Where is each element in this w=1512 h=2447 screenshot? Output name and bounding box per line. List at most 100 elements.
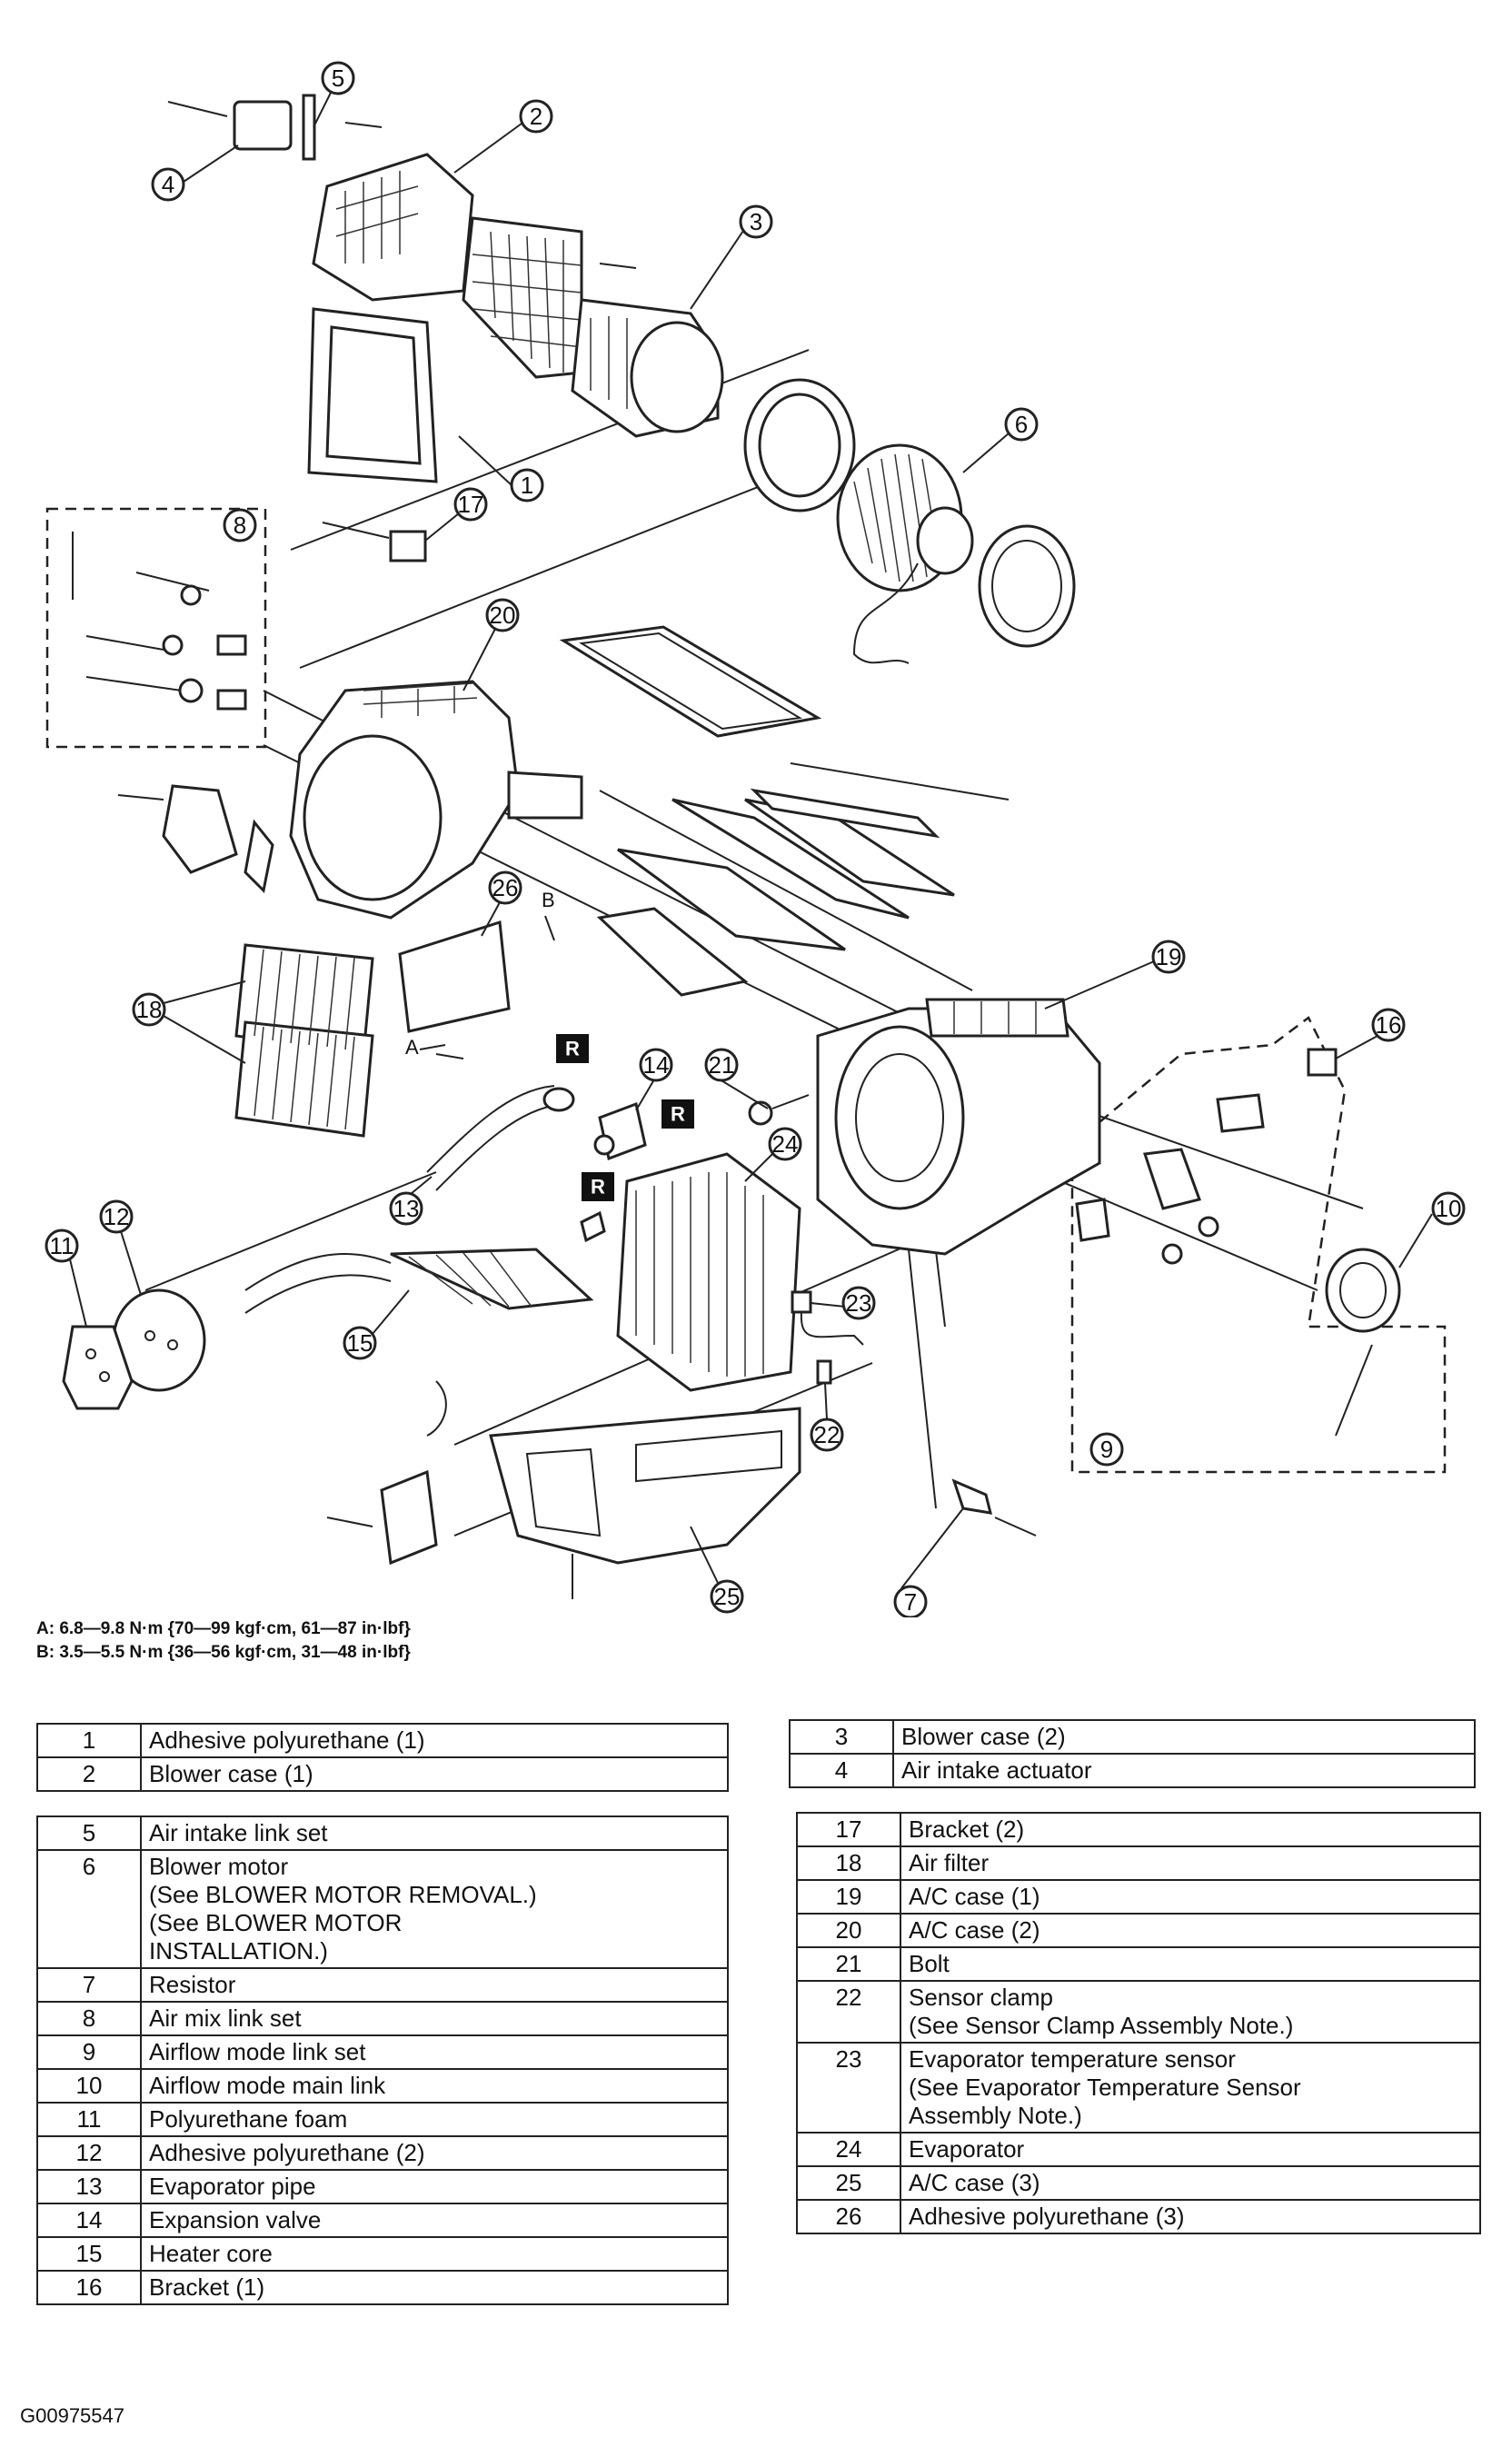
filter-screen-part <box>462 216 583 379</box>
callout-14: 14 <box>639 1048 673 1082</box>
svg-text:22: 22 <box>814 1421 841 1448</box>
resistor-part <box>951 1478 1037 1537</box>
callout-24: 24 <box>768 1127 802 1161</box>
callout-7: 7 <box>893 1585 928 1617</box>
bolt-21-part <box>748 1094 810 1126</box>
ac-case-3-part <box>426 1380 801 1565</box>
callout-22: 22 <box>810 1417 844 1452</box>
callout-18: 18 <box>132 992 166 1027</box>
legend-number: 7 <box>36 1967 142 2003</box>
svg-text:11: 11 <box>50 1232 75 1259</box>
legend-description: Evaporator <box>900 2132 1481 2167</box>
blower-motor-part <box>836 443 974 664</box>
svg-text:26: 26 <box>492 874 519 901</box>
air-intake-link-part <box>302 94 316 161</box>
svg-text:1: 1 <box>521 472 533 499</box>
legend-number: 17 <box>796 1812 901 1847</box>
adhesive-polyurethane-1-part <box>307 307 438 483</box>
torque-spec-a: A: 6.8—9.8 N·m {70—99 kgf·cm, 61—87 in·l… <box>36 1619 411 1638</box>
airflow-mode-main-link-part <box>1325 1248 1401 1333</box>
callout-15: 15 <box>343 1326 377 1360</box>
svg-text:6: 6 <box>1015 411 1028 438</box>
svg-text:20: 20 <box>490 602 516 629</box>
callout-19: 19 <box>1151 940 1186 974</box>
legend-description: Adhesive polyurethane (1) <box>140 1723 729 1758</box>
svg-text:4: 4 <box>162 171 174 198</box>
airflow-mode-link-parts <box>1075 1093 1373 1437</box>
legend-description: Resistor <box>140 1967 729 2003</box>
legend-description: Blower case (2) <box>892 1719 1476 1755</box>
figure-code: G00975547 <box>20 2404 124 2427</box>
callout-20: 20 <box>485 598 520 632</box>
legend-number: 23 <box>796 2042 901 2134</box>
svg-text:21: 21 <box>709 1051 735 1079</box>
legend-description: Heater core <box>140 2236 729 2272</box>
legend-number: 6 <box>36 1849 142 1969</box>
legend-description: Bolt <box>900 1946 1481 1982</box>
callout-26: 26 <box>488 870 522 905</box>
svg-text:7: 7 <box>904 1588 917 1616</box>
callout-13: 13 <box>389 1191 423 1226</box>
blower-ring-part <box>743 378 856 512</box>
evaporator-temperature-sensor-part <box>791 1290 864 1346</box>
callout-17: 17 <box>453 487 488 522</box>
legend-number: 11 <box>36 2102 142 2137</box>
callout-21: 21 <box>704 1048 739 1082</box>
svg-text:14: 14 <box>643 1051 670 1079</box>
legend-description: A/C case (2) <box>900 1913 1481 1948</box>
legend-description: A/C case (3) <box>900 2165 1481 2201</box>
legend-number: 13 <box>36 2169 142 2204</box>
legend-description: Polyurethane foam <box>140 2102 729 2137</box>
legend-number: 24 <box>796 2132 901 2167</box>
legend-number: 10 <box>36 2068 142 2104</box>
svg-text:R: R <box>565 1038 580 1060</box>
legend-description: Bracket (1) <box>140 2270 729 2305</box>
callout-25: 25 <box>710 1579 744 1614</box>
svg-text:12: 12 <box>104 1203 130 1230</box>
legend-number: 1 <box>36 1723 142 1758</box>
legend-number: 22 <box>796 1980 901 2044</box>
svg-text:15: 15 <box>347 1329 373 1357</box>
svg-text:24: 24 <box>772 1130 799 1158</box>
svg-text:R: R <box>671 1103 685 1126</box>
svg-text:16: 16 <box>1376 1011 1402 1039</box>
mode-door-parts <box>596 788 955 997</box>
ac-case-1-part <box>816 998 1101 1256</box>
callout-23: 23 <box>841 1286 876 1320</box>
legend-number: 15 <box>36 2236 142 2272</box>
callout-6: 6 <box>1004 407 1039 442</box>
legend-number: 19 <box>796 1879 901 1915</box>
adhesive-polyurethane-3-part <box>398 920 511 1033</box>
legend-number: 18 <box>796 1845 901 1881</box>
evaporator-part <box>616 1152 801 1392</box>
callout-16: 16 <box>1371 1008 1406 1042</box>
svg-text:8: 8 <box>234 512 246 539</box>
airflow-mode-link-set-group <box>1070 1016 1447 1474</box>
legend-description: Evaporator pipe <box>140 2169 729 2204</box>
callout-12: 12 <box>99 1199 134 1234</box>
legend-description: Air intake link set <box>140 1815 729 1851</box>
legend-number: 25 <box>796 2165 901 2201</box>
svg-text:5: 5 <box>332 65 344 92</box>
